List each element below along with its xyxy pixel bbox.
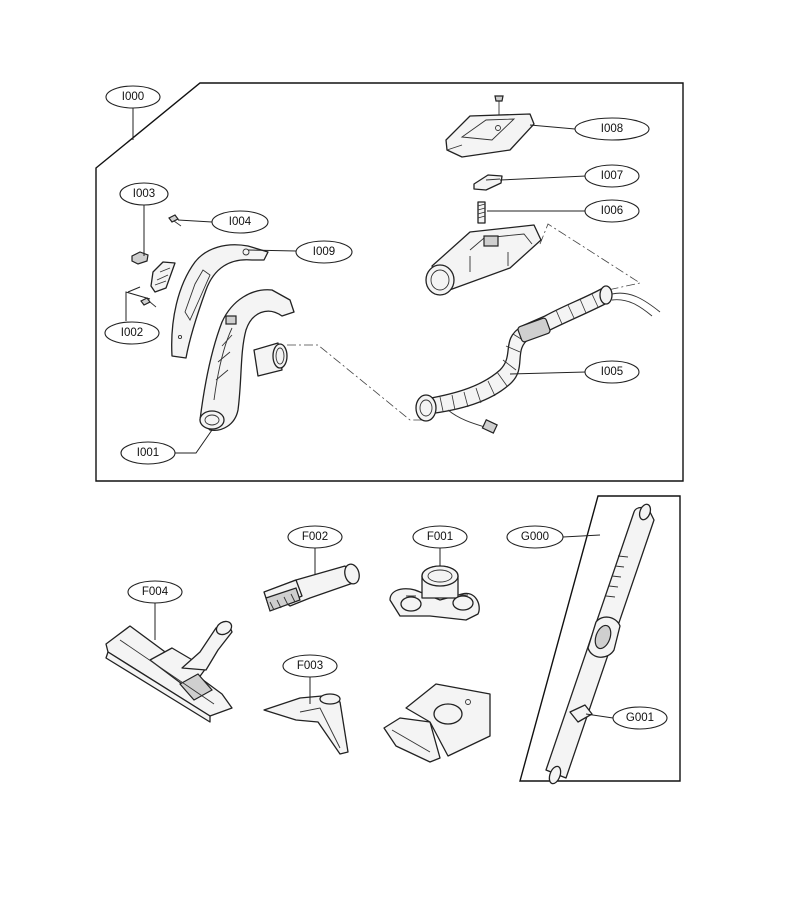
svg-text:G000: G000	[521, 531, 549, 543]
svg-text:I000: I000	[122, 91, 144, 103]
callout-f004: F004	[127, 580, 183, 604]
leader-lines	[125, 108, 614, 719]
svg-text:I006: I006	[601, 205, 623, 217]
svg-text:F003: F003	[297, 660, 323, 672]
svg-text:I003: I003	[133, 188, 155, 200]
screw-small-part	[140, 214, 182, 308]
callout-i009: I009	[295, 240, 353, 264]
callout-i007: I007	[584, 164, 640, 188]
accessory-holder-part	[389, 565, 480, 621]
hose-coupling-housing	[425, 224, 542, 296]
callout-i008: I008	[574, 117, 650, 141]
svg-text:I008: I008	[601, 123, 623, 135]
svg-text:I007: I007	[601, 170, 623, 182]
svg-text:G001: G001	[626, 712, 654, 724]
svg-text:F002: F002	[302, 531, 328, 543]
svg-text:I001: I001	[137, 447, 159, 459]
callout-f002: F002	[287, 525, 343, 549]
handle-assembly-frame	[95, 82, 684, 482]
svg-text:F004: F004	[142, 586, 169, 598]
callout-i001: I001	[120, 441, 176, 465]
clip-part	[131, 251, 149, 265]
release-button-part	[473, 174, 503, 191]
dusting-brush-part	[263, 563, 360, 612]
assembly-connection-lines	[287, 223, 642, 421]
svg-text:I009: I009	[313, 246, 335, 258]
callout-i000: I000	[105, 85, 161, 109]
spring-part	[477, 201, 486, 224]
callout-i005: I005	[584, 360, 640, 384]
top-cover-part	[445, 95, 535, 158]
svg-text:I005: I005	[601, 366, 623, 378]
svg-text:F001: F001	[427, 531, 453, 543]
extension-pipe-frame	[519, 495, 681, 782]
svg-text:I004: I004	[229, 216, 252, 228]
callout-g001: G001	[612, 706, 668, 730]
switch-cover-part	[150, 261, 176, 293]
flexible-hose-part	[415, 285, 661, 434]
callout-i002: I002	[104, 321, 160, 345]
handle-body-part	[199, 289, 295, 431]
extension-pipe-part	[545, 503, 655, 785]
floor-nozzle-part	[105, 620, 233, 723]
svg-text:I002: I002	[121, 327, 143, 339]
handle-cover-part	[171, 244, 269, 359]
callout-i003: I003	[119, 182, 169, 206]
callout-g000: G000	[506, 525, 564, 549]
callout-i004: I004	[211, 210, 269, 234]
crevice-tool-part	[263, 693, 349, 755]
filter-sheet-part	[383, 683, 491, 763]
callout-i006: I006	[584, 199, 640, 223]
callout-f003: F003	[282, 654, 338, 678]
callout-f001: F001	[412, 525, 468, 549]
